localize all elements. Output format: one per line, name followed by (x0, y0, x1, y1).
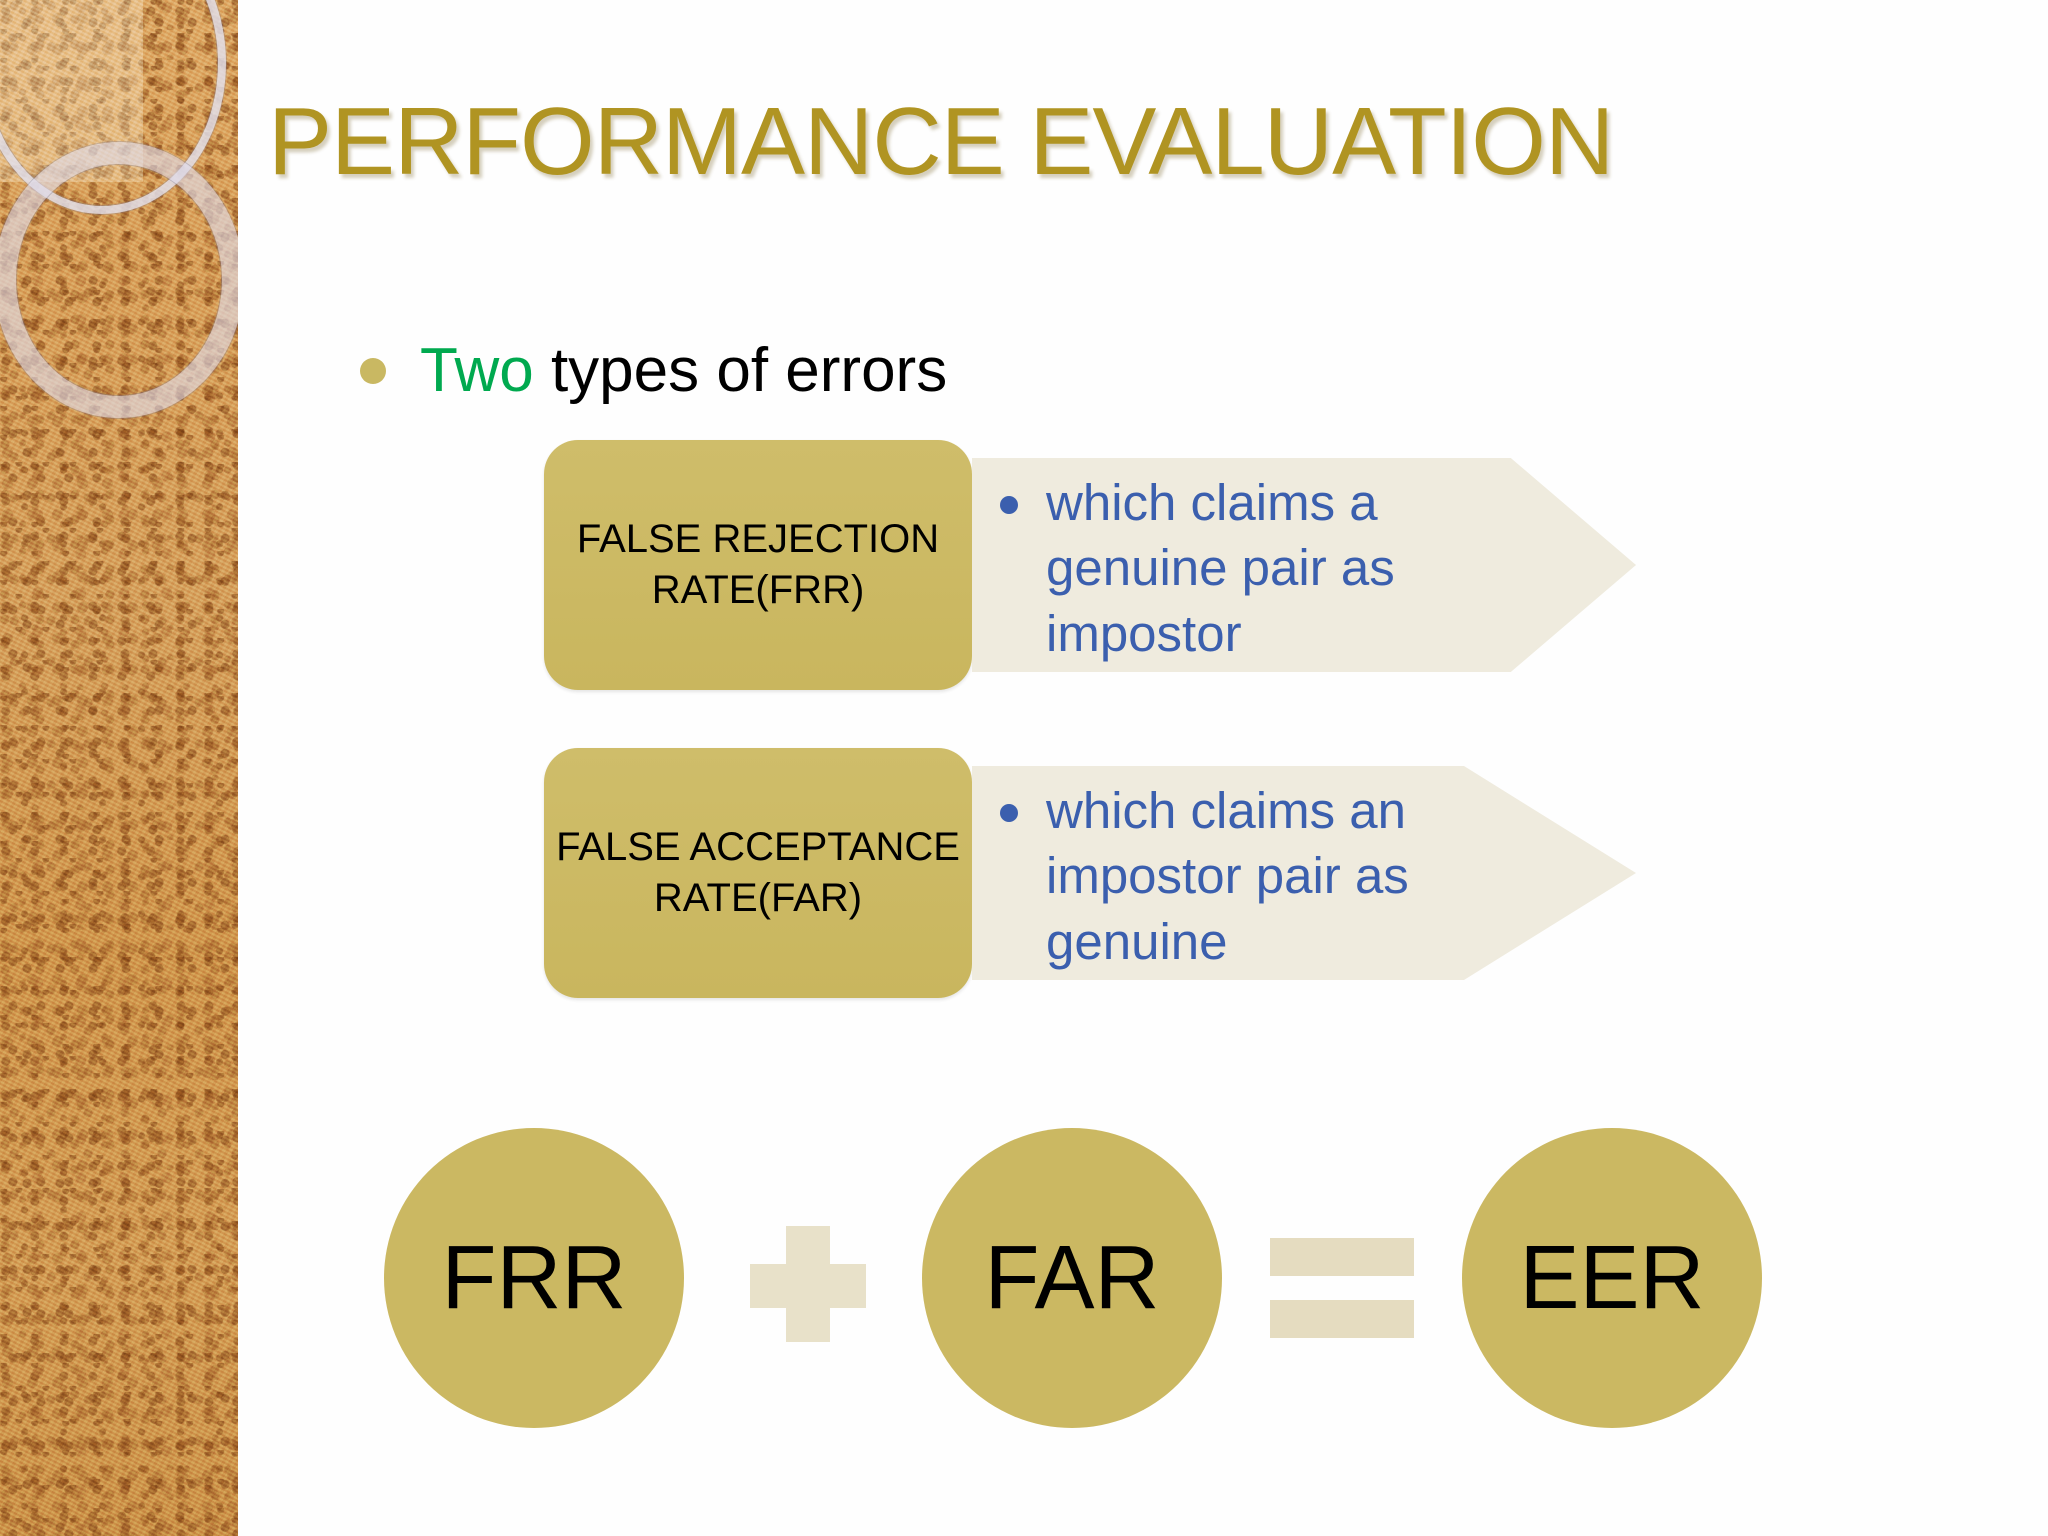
arrow-text-frr: which claims a genuine pair as impostor (1000, 470, 1540, 666)
equals-top-bar (1270, 1238, 1414, 1276)
equals-sign-icon (1270, 1238, 1414, 1338)
equals-bottom-bar (1270, 1300, 1414, 1338)
slide-title: PERFORMANCE EVALUATION (268, 88, 1614, 195)
label-box-far: FALSE ACCEPTANCE RATE(FAR) (544, 748, 972, 998)
main-bullet-text: Two types of errors (420, 340, 947, 402)
arrow-bullet-dot-icon-frr (1000, 496, 1018, 514)
arrow-bullet-label-frr: which claims a genuine pair as impostor (1046, 474, 1395, 662)
main-bullet-row: Two types of errors (360, 340, 947, 402)
label-box-frr: FALSE REJECTION RATE(FRR) (544, 440, 972, 690)
decorative-ring-small-icon (0, 142, 238, 418)
bullet-highlight-word: Two (420, 336, 534, 405)
plus-vertical-bar (786, 1226, 830, 1342)
equation-circle-eer: EER (1462, 1128, 1762, 1428)
bullet-dot-icon (360, 358, 386, 384)
equation-circle-frr: FRR (384, 1128, 684, 1428)
equation-circle-far: FAR (922, 1128, 1222, 1428)
arrow-shape-frr (972, 458, 1636, 672)
arrow-text-far: which claims an impostor pair as genuine (1000, 778, 1540, 974)
arrow-bullet-label-far: which claims an impostor pair as genuine (1046, 782, 1409, 970)
cork-texture-sidebar (0, 0, 238, 1536)
arrow-shape-far (972, 766, 1636, 980)
bullet-rest-text: types of errors (533, 336, 948, 405)
arrow-svg-frr (972, 458, 1636, 672)
arrow-bullet-dot-icon-far (1000, 804, 1018, 822)
plus-sign-icon (750, 1226, 866, 1342)
arrow-svg-far (972, 766, 1636, 980)
equation-row: FRR FAR EER (0, 1128, 2048, 1428)
